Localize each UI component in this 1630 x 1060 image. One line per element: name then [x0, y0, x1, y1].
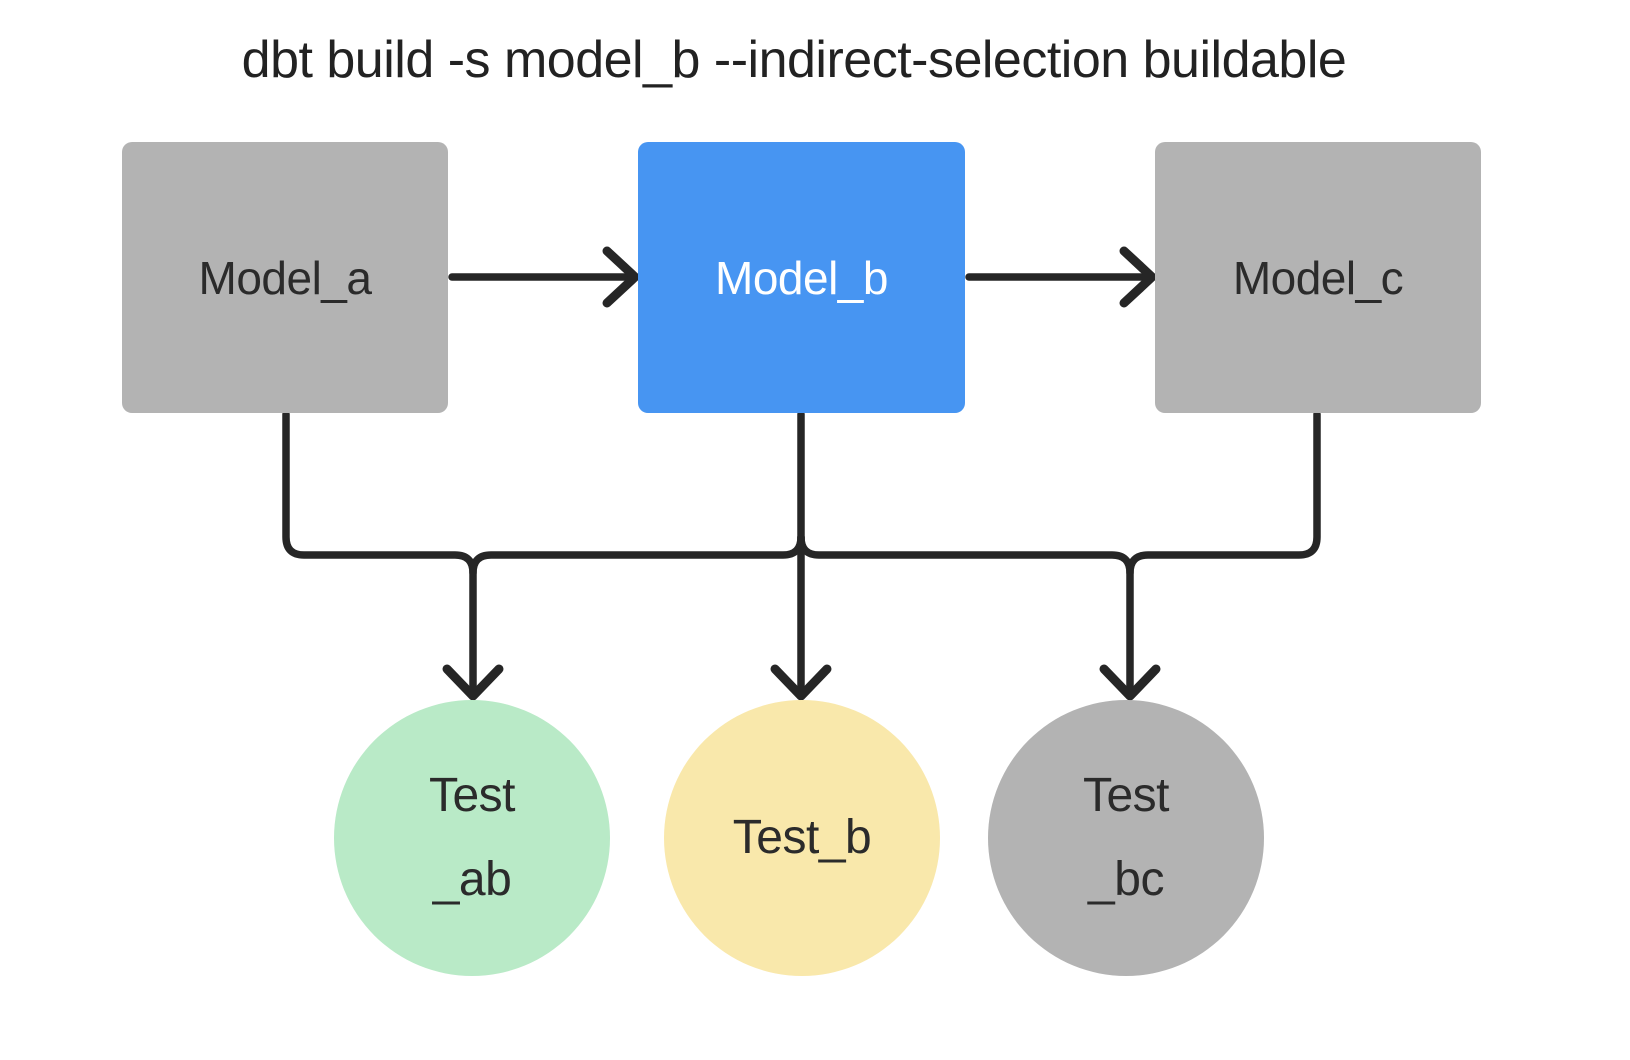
edge-model-c-to-test-bc: [1126, 410, 1321, 694]
arrowhead-test-ab-icon: [442, 664, 504, 701]
edge-bus-left: [469, 533, 805, 577]
node-model-b-label: Model_b: [715, 251, 888, 304]
edge-model-a-to-test-ab: [282, 410, 477, 694]
edge-bus-right: [797, 533, 1134, 577]
node-model-a-label: Model_a: [198, 251, 372, 304]
node-test-bc: Test _bc: [988, 700, 1264, 976]
node-model-c: Model_c: [1155, 142, 1481, 413]
node-test-ab: Test _ab: [334, 700, 610, 976]
node-test-b-label: Test_b: [732, 811, 872, 864]
node-test-bc-label-line1: Test: [1082, 769, 1170, 822]
node-test-bc-label-line2: _bc: [1088, 853, 1164, 906]
node-model-c-label: Model_c: [1232, 251, 1404, 304]
node-test-ab-label-line2: _ab: [432, 853, 512, 906]
node-test-b: Test_b: [664, 700, 940, 976]
node-test-ab-label-line1: Test: [428, 769, 516, 822]
diagram-title: dbt build -s model_b --indirect-selectio…: [241, 31, 1347, 89]
arrowhead-test-b-icon: [770, 664, 832, 701]
node-model-b: Model_b: [638, 142, 965, 413]
node-model-a: Model_a: [122, 142, 448, 413]
arrowhead-model-a-to-model-b-icon: [602, 246, 640, 308]
arrowhead-model-b-to-model-c-icon: [1119, 246, 1157, 308]
arrowhead-test-bc-icon: [1099, 664, 1161, 701]
